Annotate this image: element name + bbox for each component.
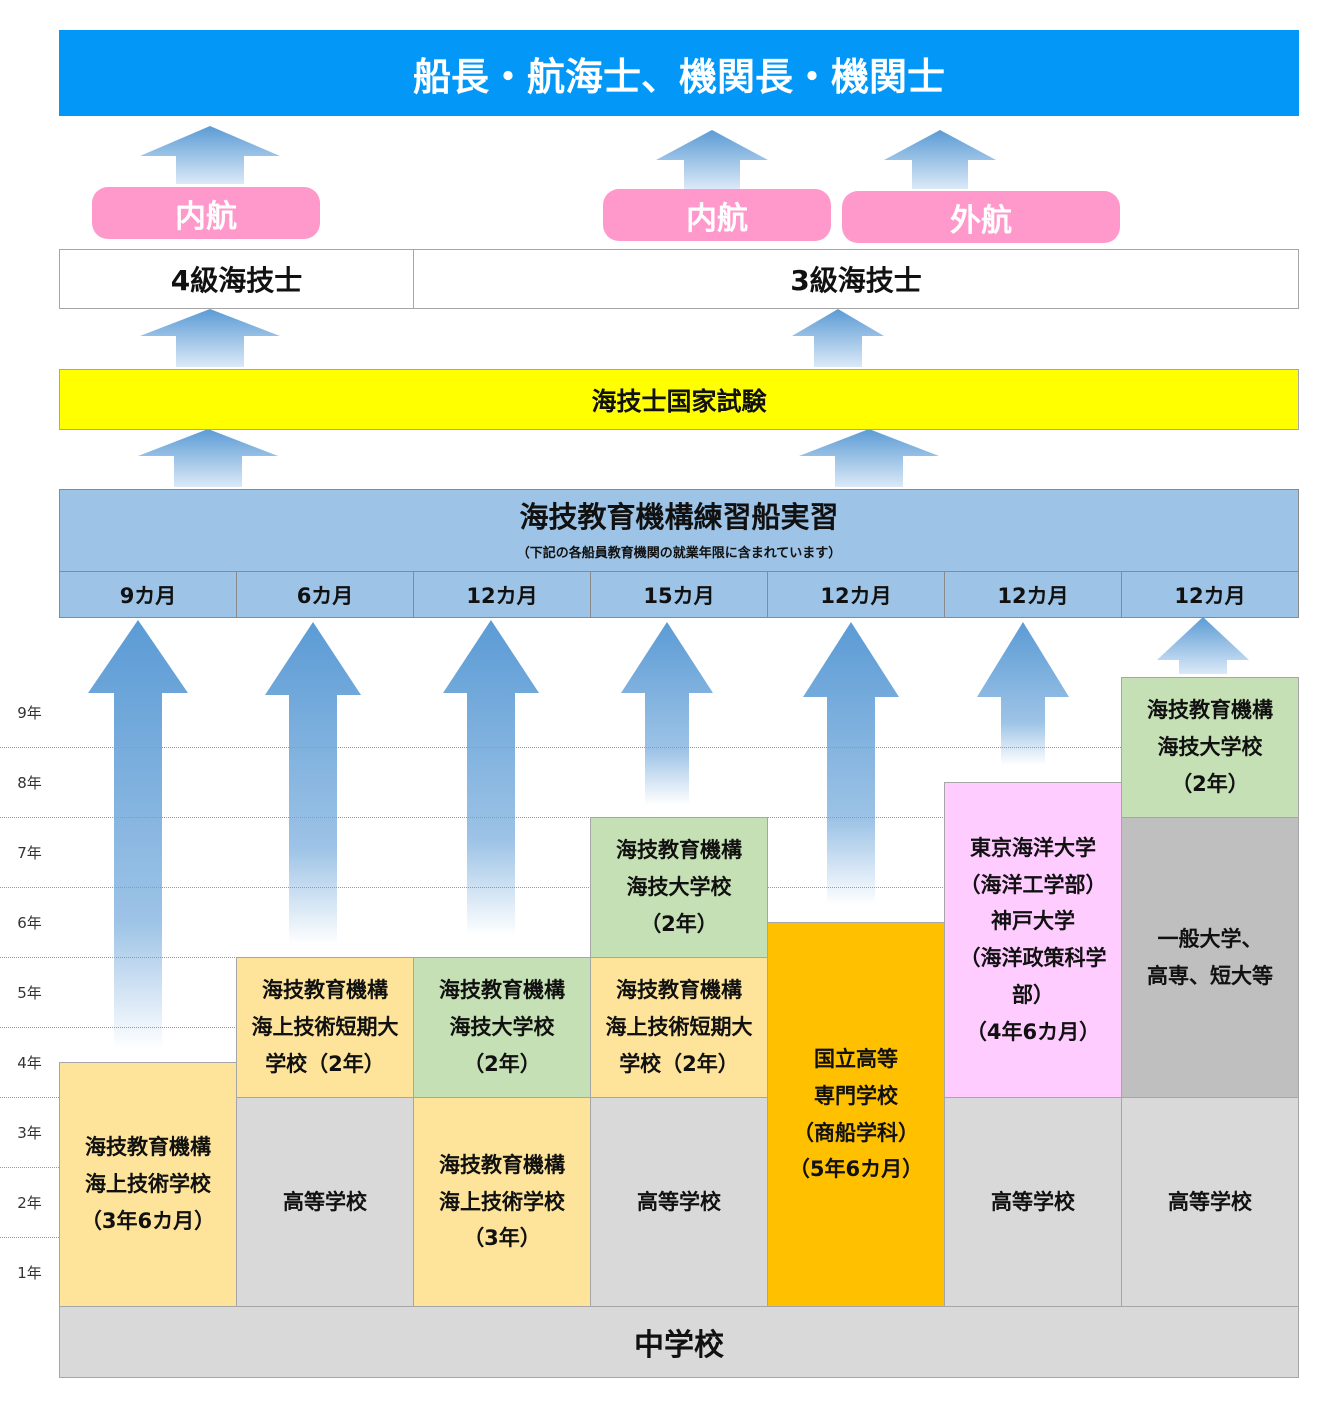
- block-line: 学校（2年）: [619, 1051, 739, 1076]
- block-line: 海技教育機構: [439, 978, 565, 1003]
- block-line: 海技大学校: [449, 1015, 555, 1040]
- block-line: 学校（2年）: [265, 1051, 385, 1076]
- junior-high-school-base: 中学校: [59, 1306, 1299, 1378]
- training-title: 海技教育機構練習船実習: [519, 499, 839, 534]
- year-label: 6年: [17, 914, 42, 932]
- coastal-shipping-label: 内航: [92, 187, 320, 239]
- university-block: 東京海洋大学 （海洋工学部） 神戸大学 （海洋政策科学 部） （4年6カ月）: [944, 782, 1122, 1098]
- up-arrow-icon: [265, 622, 361, 945]
- up-arrow-icon: [140, 126, 280, 184]
- duration-cell: 12カ月: [767, 571, 945, 618]
- block-line: 海技教育機構: [616, 838, 742, 863]
- duration-cell: 12カ月: [413, 571, 591, 618]
- up-arrow-icon: [621, 622, 713, 805]
- duration-cell: 12カ月: [944, 571, 1122, 618]
- block-line: （2年）: [1171, 771, 1249, 796]
- block-line: 海上技術学校: [439, 1189, 565, 1214]
- up-arrow-icon: [803, 622, 899, 905]
- career-goal-banner: 船長・航海士、機関長・機関士: [59, 30, 1299, 116]
- block-line: （2年）: [463, 1051, 541, 1076]
- year-gridline: [0, 747, 1299, 748]
- maritime-tech-school-block: 海技教育機構 海上技術学校 （3年6カ月）: [59, 1062, 237, 1307]
- block-line: 海技教育機構: [439, 1152, 565, 1177]
- up-arrow-icon: [140, 309, 280, 367]
- block-line: （海洋工学部）: [959, 872, 1107, 897]
- up-arrow-icon: [884, 130, 996, 189]
- duration-cell: 12カ月: [1121, 571, 1299, 618]
- high-school-block: 高等学校: [236, 1097, 414, 1307]
- block-line: （海洋政策科学: [959, 946, 1107, 970]
- block-line: 海技教育機構: [1147, 698, 1273, 723]
- up-arrow-icon: [792, 309, 884, 367]
- block-line: 海上技術学校: [85, 1172, 211, 1197]
- block-line: 部）: [1012, 982, 1054, 1007]
- up-arrow-icon: [138, 429, 278, 487]
- year-label: 7年: [17, 844, 42, 862]
- block-line: （3年6カ月）: [80, 1208, 216, 1233]
- up-arrow-icon: [977, 622, 1069, 765]
- up-arrow-icon: [656, 130, 768, 189]
- block-line: 海技教育機構: [262, 978, 388, 1003]
- maritime-junior-college-block: 海技教育機構 海上技術短期大 学校（2年）: [236, 957, 414, 1098]
- maritime-junior-college-block: 海技教育機構 海上技術短期大 学校（2年）: [590, 957, 768, 1098]
- year-label: 3年: [17, 1124, 42, 1142]
- high-school-block: 高等学校: [1121, 1097, 1299, 1307]
- block-line: （商船学科）: [793, 1120, 919, 1145]
- maritime-college-block: 海技教育機構 海技大学校 （2年）: [1121, 677, 1299, 818]
- block-line: （2年）: [640, 911, 718, 936]
- up-arrow-icon: [1157, 617, 1249, 674]
- block-line: 高等学校: [283, 1189, 367, 1214]
- year-label: 5年: [17, 984, 42, 1002]
- year-label: 2年: [17, 1194, 42, 1212]
- license-grade3: 3級海技士: [413, 249, 1299, 309]
- duration-cell: 15カ月: [590, 571, 768, 618]
- up-arrow-icon: [443, 620, 539, 935]
- block-line: 海技大学校: [1157, 735, 1263, 760]
- block-line: 一般大学、: [1157, 926, 1263, 951]
- training-subtitle: （下記の各船員教育機関の就業年限に含まれています）: [516, 546, 842, 562]
- block-line: 高等学校: [637, 1189, 721, 1214]
- block-line: 東京海洋大学: [970, 835, 1096, 860]
- maritime-college-block: 海技教育機構 海技大学校 （2年）: [413, 957, 591, 1098]
- duration-cell: 9カ月: [59, 571, 237, 618]
- national-college-of-technology-block: 国立高等 専門学校 （商船学科） （5年6カ月）: [767, 922, 945, 1307]
- block-line: （4年6カ月）: [965, 1019, 1101, 1044]
- block-line: 高等学校: [1168, 1189, 1252, 1214]
- general-university-block: 一般大学、 高専、短大等: [1121, 817, 1299, 1098]
- year-label: 8年: [17, 774, 42, 792]
- high-school-block: 高等学校: [944, 1097, 1122, 1307]
- maritime-college-block: 海技教育機構 海技大学校 （2年）: [590, 817, 768, 958]
- license-grade4: 4級海技士: [59, 249, 414, 309]
- up-arrow-icon: [799, 429, 939, 487]
- high-school-block: 高等学校: [590, 1097, 768, 1307]
- block-line: （3年）: [463, 1226, 541, 1251]
- national-exam-bar: 海技士国家試験: [59, 369, 1299, 430]
- year-label: 9年: [17, 704, 42, 722]
- duration-cell: 6カ月: [236, 571, 414, 618]
- block-line: 海上技術短期大: [251, 1015, 399, 1040]
- up-arrow-icon: [88, 620, 188, 1050]
- maritime-tech-school-block: 海技教育機構 海上技術学校 （3年）: [413, 1097, 591, 1307]
- block-line: （5年6カ月）: [788, 1157, 924, 1182]
- block-line: 高等学校: [991, 1189, 1075, 1214]
- year-label: 4年: [17, 1054, 42, 1072]
- block-line: 海技大学校: [626, 875, 732, 900]
- block-line: 海上技術短期大: [605, 1015, 753, 1040]
- block-line: 専門学校: [814, 1083, 898, 1108]
- coastal-shipping-label: 内航: [603, 189, 831, 241]
- block-line: 国立高等: [814, 1047, 898, 1071]
- training-ship-block: 海技教育機構練習船実習 （下記の各船員教育機関の就業年限に含まれています）: [59, 489, 1299, 572]
- ocean-shipping-label: 外航: [842, 191, 1120, 243]
- year-label: 1年: [17, 1264, 42, 1282]
- block-line: 高専、短大等: [1147, 963, 1273, 988]
- block-line: 海技教育機構: [616, 978, 742, 1003]
- block-line: 海技教育機構: [85, 1135, 211, 1160]
- block-line: 神戸大学: [991, 909, 1075, 934]
